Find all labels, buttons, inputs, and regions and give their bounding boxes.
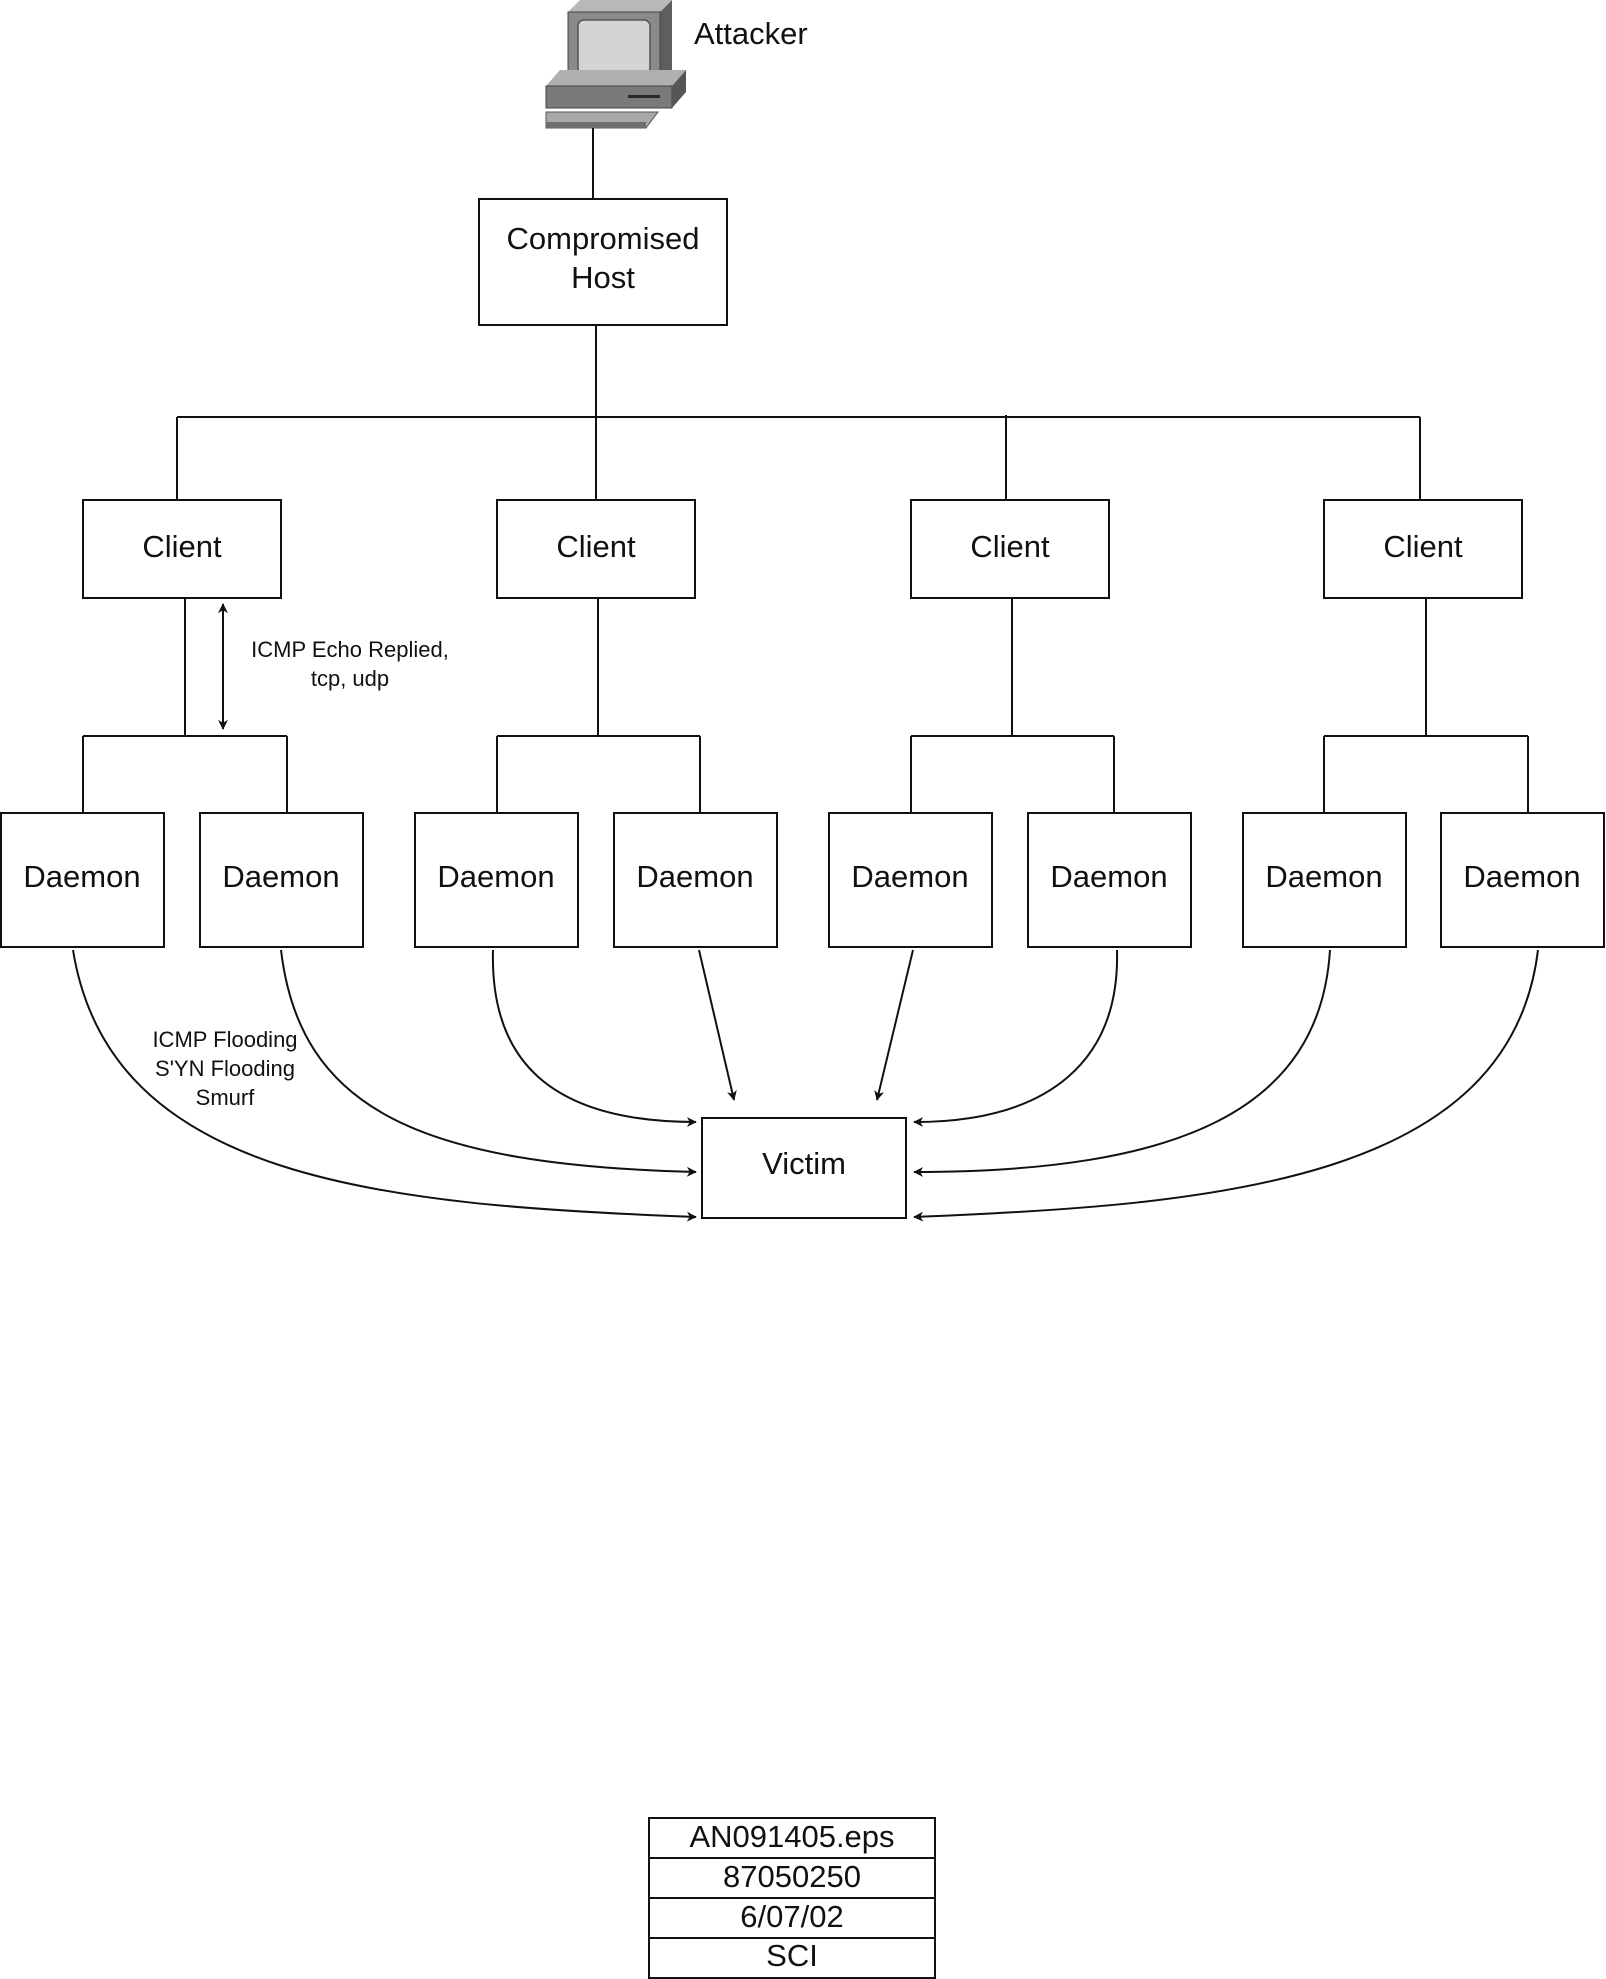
client-node: Client [910,499,1110,599]
attack-arrow [913,949,1331,1177]
client-label: Client [142,529,222,564]
file-tag-table: AN091405.eps 87050250 6/07/02 SCI [648,1817,936,1979]
attacker-label: Attacker [694,16,808,51]
compromised-host-node: Compromised Host [478,198,728,326]
daemon-node: Daemon [0,812,165,948]
compromised-host-label-line1: Compromised [507,221,700,256]
file-tag-code: SCI [766,1938,818,1973]
daemon-label: Daemon [1265,859,1382,894]
daemon-node: Daemon [828,812,993,948]
client-node: Client [82,499,282,599]
client-daemon-wires [82,598,1529,812]
victim-label: Victim [762,1146,846,1181]
file-tag-filename: AN091405.eps [689,1819,894,1854]
daemon-label: Daemon [23,859,140,894]
client-label: Client [1383,529,1463,564]
daemon-node: Daemon [1242,812,1407,948]
attack-method-line3: Smurf [196,1085,256,1110]
client-daemon-link-line1: ICMP Echo Replied, [251,637,449,662]
daemon-label: Daemon [437,859,554,894]
client-daemon-link-line2: tcp, udp [311,666,389,691]
daemon-label: Daemon [636,859,753,894]
attack-arrow [913,949,1539,1222]
attack-arrow [698,949,737,1101]
client-label: Client [970,529,1050,564]
daemon-label: Daemon [222,859,339,894]
attacker-computer-icon [545,0,686,129]
attack-arrow [874,949,914,1101]
compromised-host-label-line2: Host [571,260,635,295]
attack-arrow [913,949,1119,1127]
daemon-node: Daemon [613,812,778,948]
attack-method-line2: S'YN Flooding [155,1056,295,1081]
victim-node: Victim [701,1117,907,1219]
file-tag-date: 6/07/02 [740,1899,843,1934]
control-wires [176,128,1421,499]
daemon-label: Daemon [851,859,968,894]
client-node: Client [1323,499,1523,599]
daemon-node: Daemon [414,812,579,948]
client-node: Client [496,499,696,599]
attack-arrows [72,949,1539,1222]
attack-arrow [491,949,697,1127]
client-label: Client [556,529,636,564]
file-tag-number: 87050250 [723,1859,861,1894]
daemon-node: Daemon [1440,812,1605,948]
daemon-label: Daemon [1463,859,1580,894]
daemon-node: Daemon [199,812,364,948]
attack-method-line1: ICMP Flooding [152,1027,297,1052]
daemon-node: Daemon [1027,812,1192,948]
attack-arrow [72,949,697,1222]
daemon-label: Daemon [1050,859,1167,894]
attack-arrow [280,949,697,1177]
